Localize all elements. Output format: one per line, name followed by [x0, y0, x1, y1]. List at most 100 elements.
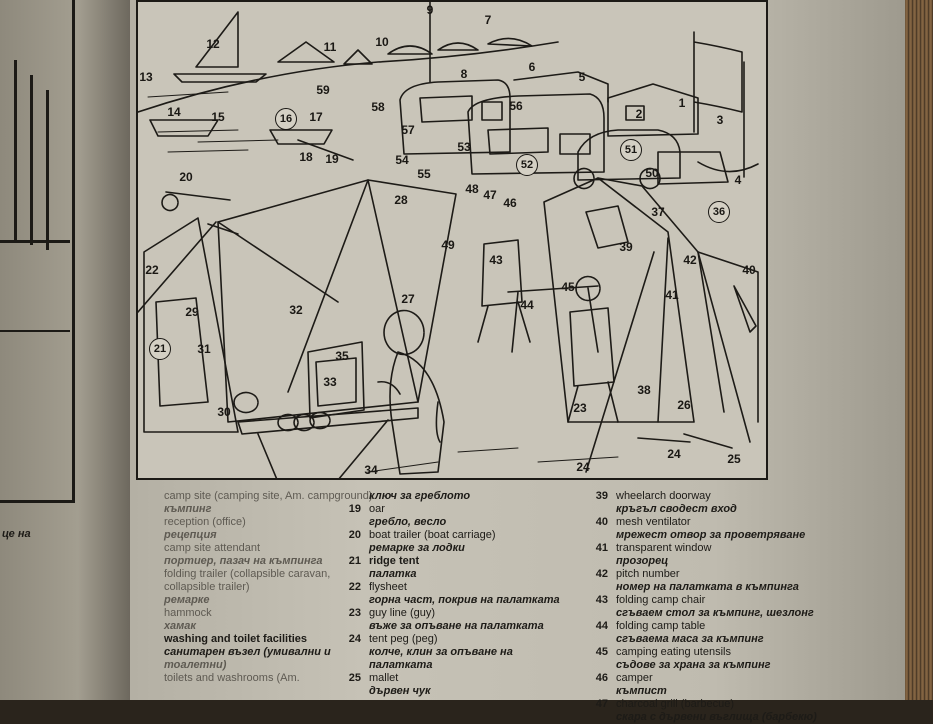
legend-entry: въже за опъване на палатката — [335, 620, 544, 633]
legend-entry: 25 mallet — [335, 672, 399, 685]
legend-entry-number: 21 — [348, 555, 361, 567]
callout-number: 59 — [316, 83, 330, 97]
legend-entry-number: 39 — [595, 490, 608, 502]
callout-number: 13 — [139, 70, 153, 84]
legend-entry-text: сгъваема маса за къмпинг — [616, 633, 764, 645]
callout-number: 46 — [503, 196, 517, 210]
legend-entry-number: 19 — [348, 503, 361, 515]
legend-entry-number: 41 — [595, 542, 608, 554]
legend-entry: 41 transparent window — [582, 542, 712, 555]
legend-entry: ремарке за лодки — [335, 542, 465, 555]
legend-entry: рецепция — [130, 529, 217, 542]
callout-number: 37 — [651, 205, 665, 219]
legend-entry: тоалетни) — [130, 659, 226, 672]
legend-entry: washing and toilet facilities — [130, 633, 307, 646]
callout-number: 15 — [211, 110, 225, 124]
legend-entry-number: 24 — [348, 633, 361, 645]
legend-entry: палатката — [335, 659, 432, 672]
legend-entry-text: въже за опъване на палатката — [369, 620, 544, 632]
legend-entry: 39 wheelarch doorway — [582, 490, 711, 503]
legend-entry-text: camp site (camping site, Am. campground) — [164, 490, 373, 502]
callout-number: 21 — [149, 338, 171, 360]
legend-entry-text: кръгъл сводест вход — [616, 503, 737, 515]
callout-number: 34 — [364, 463, 378, 477]
callout-number: 56 — [509, 99, 523, 113]
legend-entry-text: mallet — [369, 672, 399, 684]
legend: camp site (camping site, Am. campground)… — [130, 490, 900, 723]
legend-entry: ключ за греблото — [335, 490, 470, 503]
callout-number: 23 — [573, 401, 587, 415]
legend-entry-text: хамак — [164, 620, 196, 632]
callout-number: 17 — [309, 110, 323, 124]
callout-number: 41 — [665, 288, 679, 302]
callout-number: 47 — [483, 188, 497, 202]
callout-number: 45 — [561, 280, 575, 294]
callout-number: 18 — [299, 150, 313, 164]
legend-entry: къмпист — [582, 685, 667, 698]
callout-number: 49 — [441, 238, 455, 252]
callout-number: 12 — [206, 37, 220, 51]
callout-number: 25 — [727, 452, 741, 466]
book-page-edges — [905, 0, 933, 700]
legend-entry-number: 46 — [595, 672, 608, 684]
callout-number: 54 — [395, 153, 409, 167]
legend-entry-text: folding camp table — [616, 620, 706, 632]
callout-number: 31 — [197, 342, 211, 356]
legend-entry: скара с дървени въглища (барбекю) — [582, 711, 817, 724]
legend-entry-number: 23 — [348, 607, 361, 619]
legend-entry-text: къмпинг — [164, 503, 212, 515]
legend-entry: camp site (camping site, Am. campground) — [130, 490, 372, 503]
legend-entry: къмпинг — [130, 503, 211, 516]
legend-entry-number: 43 — [595, 594, 608, 606]
legend-entry: hammock — [130, 607, 212, 620]
legend-entry: номер на палатката в къмпинга — [582, 581, 799, 594]
callout-number: 58 — [371, 100, 385, 114]
callout-number: 6 — [528, 60, 536, 74]
callout-number: 43 — [489, 253, 503, 267]
callout-number: 2 — [635, 107, 643, 121]
callout-number: 28 — [394, 193, 408, 207]
legend-entry-text: палатка — [369, 568, 417, 580]
legend-entry-number: 25 — [348, 672, 361, 684]
callout-number: 50 — [645, 166, 659, 180]
callout-number: 3 — [716, 113, 724, 127]
legend-entry-text: гребло, весло — [369, 516, 447, 528]
legend-entry-text: mesh ventilator — [616, 516, 691, 528]
callout-number: 33 — [323, 375, 337, 389]
legend-entry-text: портиер, пазач на къмпинга — [164, 555, 323, 567]
legend-entry-text: collapsible trailer) — [164, 581, 250, 593]
callout-number: 32 — [289, 303, 303, 317]
legend-entry-text: pitch number — [616, 568, 680, 580]
legend-entry-text: номер на палатката в къмпинга — [616, 581, 799, 593]
legend-entry-text: ремарке — [164, 594, 210, 606]
left-page-text-fragment: це на — [2, 528, 31, 540]
callout-number: 30 — [217, 405, 231, 419]
legend-entry-text: camp site attendant — [164, 542, 261, 554]
callout-number: 38 — [637, 383, 651, 397]
callout-number: 5 — [578, 70, 586, 84]
legend-entry-text: скара с дървени въглища (барбекю) — [616, 711, 817, 723]
callout-number: 42 — [683, 253, 697, 267]
legend-entry: портиер, пазач на къмпинга — [130, 555, 322, 568]
legend-entry-text: oar — [369, 503, 385, 515]
legend-entry-text: reception (office) — [164, 516, 246, 528]
legend-entry-text: тоалетни) — [164, 659, 227, 671]
legend-entry-text: колче, клин за опъване на — [369, 646, 513, 658]
legend-entry-number: 20 — [348, 529, 361, 541]
legend-entry-text: санитарен възел (умивални и — [164, 646, 331, 658]
legend-entry: сгъваема маса за къмпинг — [582, 633, 764, 646]
legend-entry: folding trailer (collapsible caravan, — [130, 568, 330, 581]
legend-entry-text: transparent window — [616, 542, 712, 554]
legend-entry-text: ремарке за лодки — [369, 542, 465, 554]
legend-entry-text: washing and toilet facilities — [164, 633, 308, 645]
callout-number: 48 — [465, 182, 479, 196]
legend-entry: кръгъл сводест вход — [582, 503, 737, 516]
legend-entry-text: wheelarch doorway — [616, 490, 711, 502]
left-page-illustration-frame — [0, 0, 75, 503]
